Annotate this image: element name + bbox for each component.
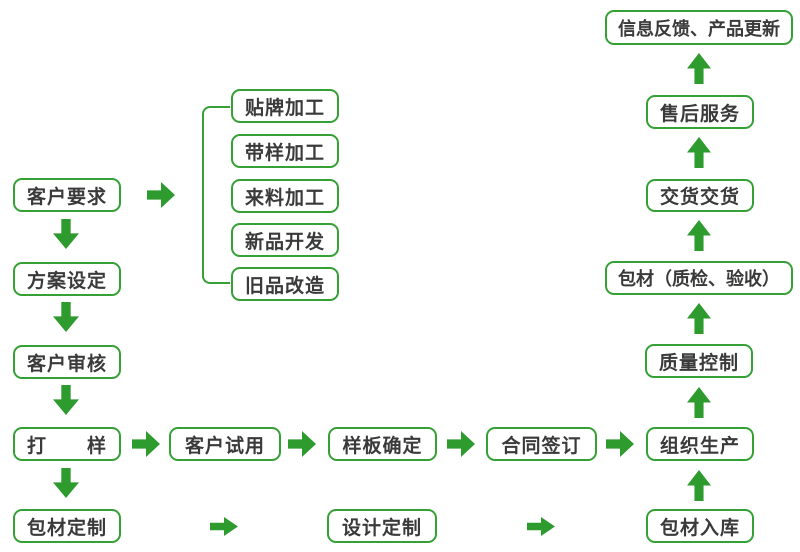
arrow-right-icon	[288, 431, 316, 457]
arrow-up-icon	[687, 53, 711, 84]
node-after-sales-service: 售后服务	[646, 95, 754, 129]
node-quality-control: 质量控制	[645, 344, 753, 378]
arrow-right-icon	[447, 431, 475, 457]
arrow-right-icon	[527, 517, 555, 536]
node-sampling: 打 样	[13, 427, 121, 461]
node-customer-review: 客户审核	[13, 345, 121, 379]
node-sample-based-processing: 带样加工	[231, 134, 339, 168]
arrow-right-icon	[606, 431, 634, 457]
node-sample-confirmation: 样板确定	[328, 427, 437, 461]
arrow-down-icon	[53, 302, 79, 332]
node-packaging-warehousing: 包材入库	[646, 509, 754, 543]
arrow-down-icon	[53, 219, 79, 249]
arrow-right-icon	[210, 517, 238, 536]
node-packaging-customization: 包材定制	[13, 509, 121, 543]
node-oem-processing: 贴牌加工	[231, 89, 339, 123]
arrow-right-icon	[132, 431, 160, 457]
node-plan-setting: 方案设定	[13, 262, 121, 296]
node-contract-signing: 合同签订	[486, 427, 597, 461]
node-feedback-product-update: 信息反馈、产品更新	[605, 10, 793, 45]
node-customer-requirements: 客户要求	[13, 178, 121, 212]
arrow-up-icon	[687, 137, 711, 168]
arrow-up-icon	[687, 303, 711, 334]
node-design-customization: 设计定制	[327, 509, 437, 543]
branch-bracket	[202, 106, 230, 284]
node-customer-trial: 客户试用	[169, 427, 281, 461]
arrow-up-icon	[687, 470, 711, 501]
node-supplied-material-processing: 来料加工	[231, 179, 339, 213]
node-organize-production: 组织生产	[646, 427, 754, 461]
arrow-up-icon	[687, 387, 711, 418]
arrow-down-icon	[53, 468, 79, 498]
arrow-up-icon	[687, 220, 711, 251]
arrow-right-icon	[147, 182, 175, 208]
arrow-down-icon	[53, 385, 79, 415]
node-packaging-inspection-acceptance: 包材（质检、验收）	[605, 261, 793, 295]
node-old-product-renovation: 旧品改造	[231, 267, 339, 301]
node-delivery: 交货交货	[646, 179, 754, 212]
node-new-product-development: 新品开发	[231, 223, 339, 257]
